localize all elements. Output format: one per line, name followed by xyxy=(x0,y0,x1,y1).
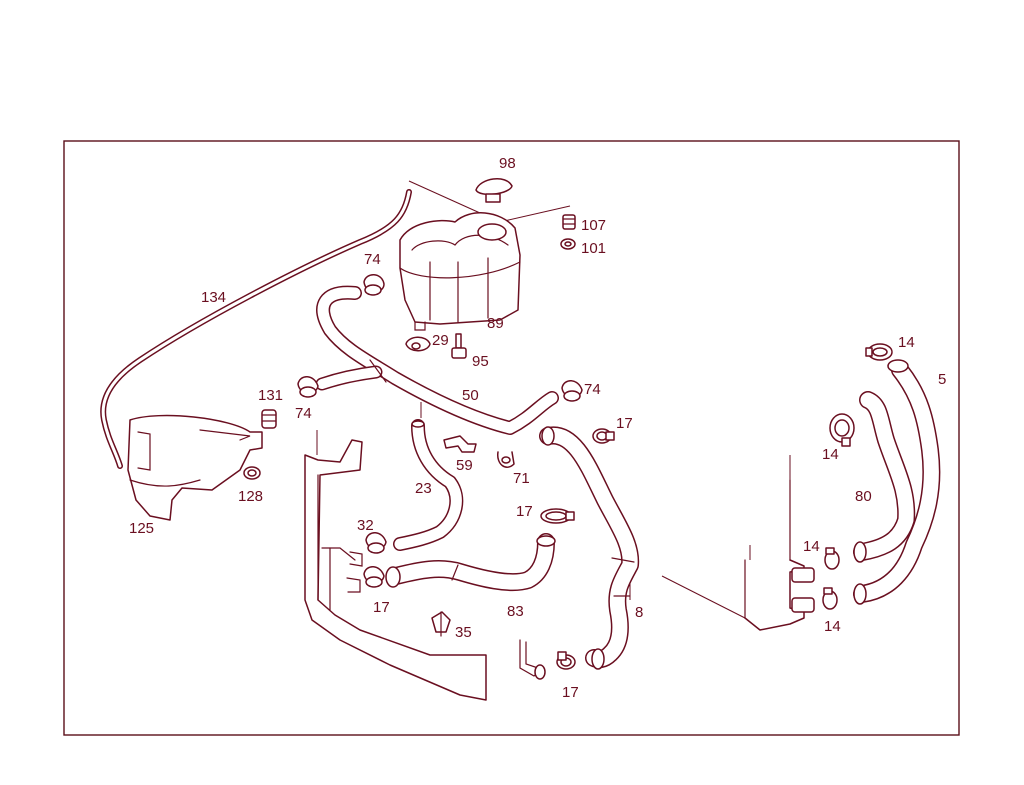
callout-14-mid: 14 xyxy=(803,538,820,555)
callout-101: 101 xyxy=(581,240,606,257)
callout-35: 35 xyxy=(455,624,472,641)
seal-131 xyxy=(261,409,277,429)
bracket-59 xyxy=(443,435,477,453)
callout-71: 71 xyxy=(513,470,530,487)
callout-95: 95 xyxy=(472,353,489,370)
hose-80 xyxy=(853,391,916,563)
hose-50 xyxy=(315,285,559,435)
callout-74-left: 74 xyxy=(295,405,312,422)
callout-98: 98 xyxy=(499,155,516,172)
plug-107 xyxy=(562,214,576,230)
callout-83: 83 xyxy=(507,603,524,620)
callout-17-upper: 17 xyxy=(616,415,633,432)
callout-32: 32 xyxy=(357,517,374,534)
callout-128: 128 xyxy=(238,488,263,505)
callout-labels: 98 107 101 89 74 134 29 95 50 74 131 74 … xyxy=(129,155,946,701)
seal-ring-101 xyxy=(560,238,576,250)
clip-71 xyxy=(497,451,515,468)
callout-74-right: 74 xyxy=(584,381,601,398)
callout-89: 89 xyxy=(487,315,504,332)
clamp-74-left xyxy=(297,376,319,398)
clamp-14-left xyxy=(829,413,855,447)
clamp-29 xyxy=(405,336,431,352)
callout-17-bottom: 17 xyxy=(562,684,579,701)
callout-134: 134 xyxy=(201,289,226,306)
callout-17-mid: 17 xyxy=(516,503,533,520)
heater-connector-block xyxy=(744,479,815,631)
callout-74-top: 74 xyxy=(364,251,381,268)
vent-line-134 xyxy=(100,189,412,469)
clamp-17-mid xyxy=(540,508,575,524)
callout-107: 107 xyxy=(581,217,606,234)
clamp-17-upper-right xyxy=(592,428,615,444)
clamp-74-top xyxy=(363,274,385,296)
callout-17-left: 17 xyxy=(373,599,390,616)
callout-131: 131 xyxy=(258,387,283,404)
hose-8 xyxy=(539,426,640,670)
clamp-17-bottom xyxy=(556,651,576,670)
radiator xyxy=(304,439,487,701)
filler-cap xyxy=(475,178,513,203)
clamp-14-bottom xyxy=(822,587,838,610)
callout-14-left: 14 xyxy=(822,446,839,463)
grommet-128 xyxy=(243,466,261,480)
diagram-frame xyxy=(63,140,960,736)
callout-14-bottom: 14 xyxy=(824,618,841,635)
clamp-14-top xyxy=(865,343,893,361)
callout-5: 5 xyxy=(938,371,946,388)
callout-50: 50 xyxy=(462,387,479,404)
sensor-95 xyxy=(451,333,467,359)
clamp-32 xyxy=(365,532,387,554)
callout-59: 59 xyxy=(456,457,473,474)
callout-8: 8 xyxy=(635,604,643,621)
callout-14-top: 14 xyxy=(898,334,915,351)
callout-23: 23 xyxy=(415,480,432,497)
outlet-pipe xyxy=(519,639,546,680)
hose-23 xyxy=(393,419,464,551)
callout-125: 125 xyxy=(129,520,154,537)
clamp-14-mid xyxy=(824,547,840,570)
washer-reservoir xyxy=(127,414,263,521)
hose-5 xyxy=(853,359,941,605)
clamp-17-left xyxy=(363,566,385,588)
expansion-tank xyxy=(399,212,521,331)
clip-35 xyxy=(431,611,451,637)
hose-83 xyxy=(385,533,556,592)
callout-29: 29 xyxy=(432,332,449,349)
callout-80: 80 xyxy=(855,488,872,505)
clamp-74-right xyxy=(561,380,583,402)
